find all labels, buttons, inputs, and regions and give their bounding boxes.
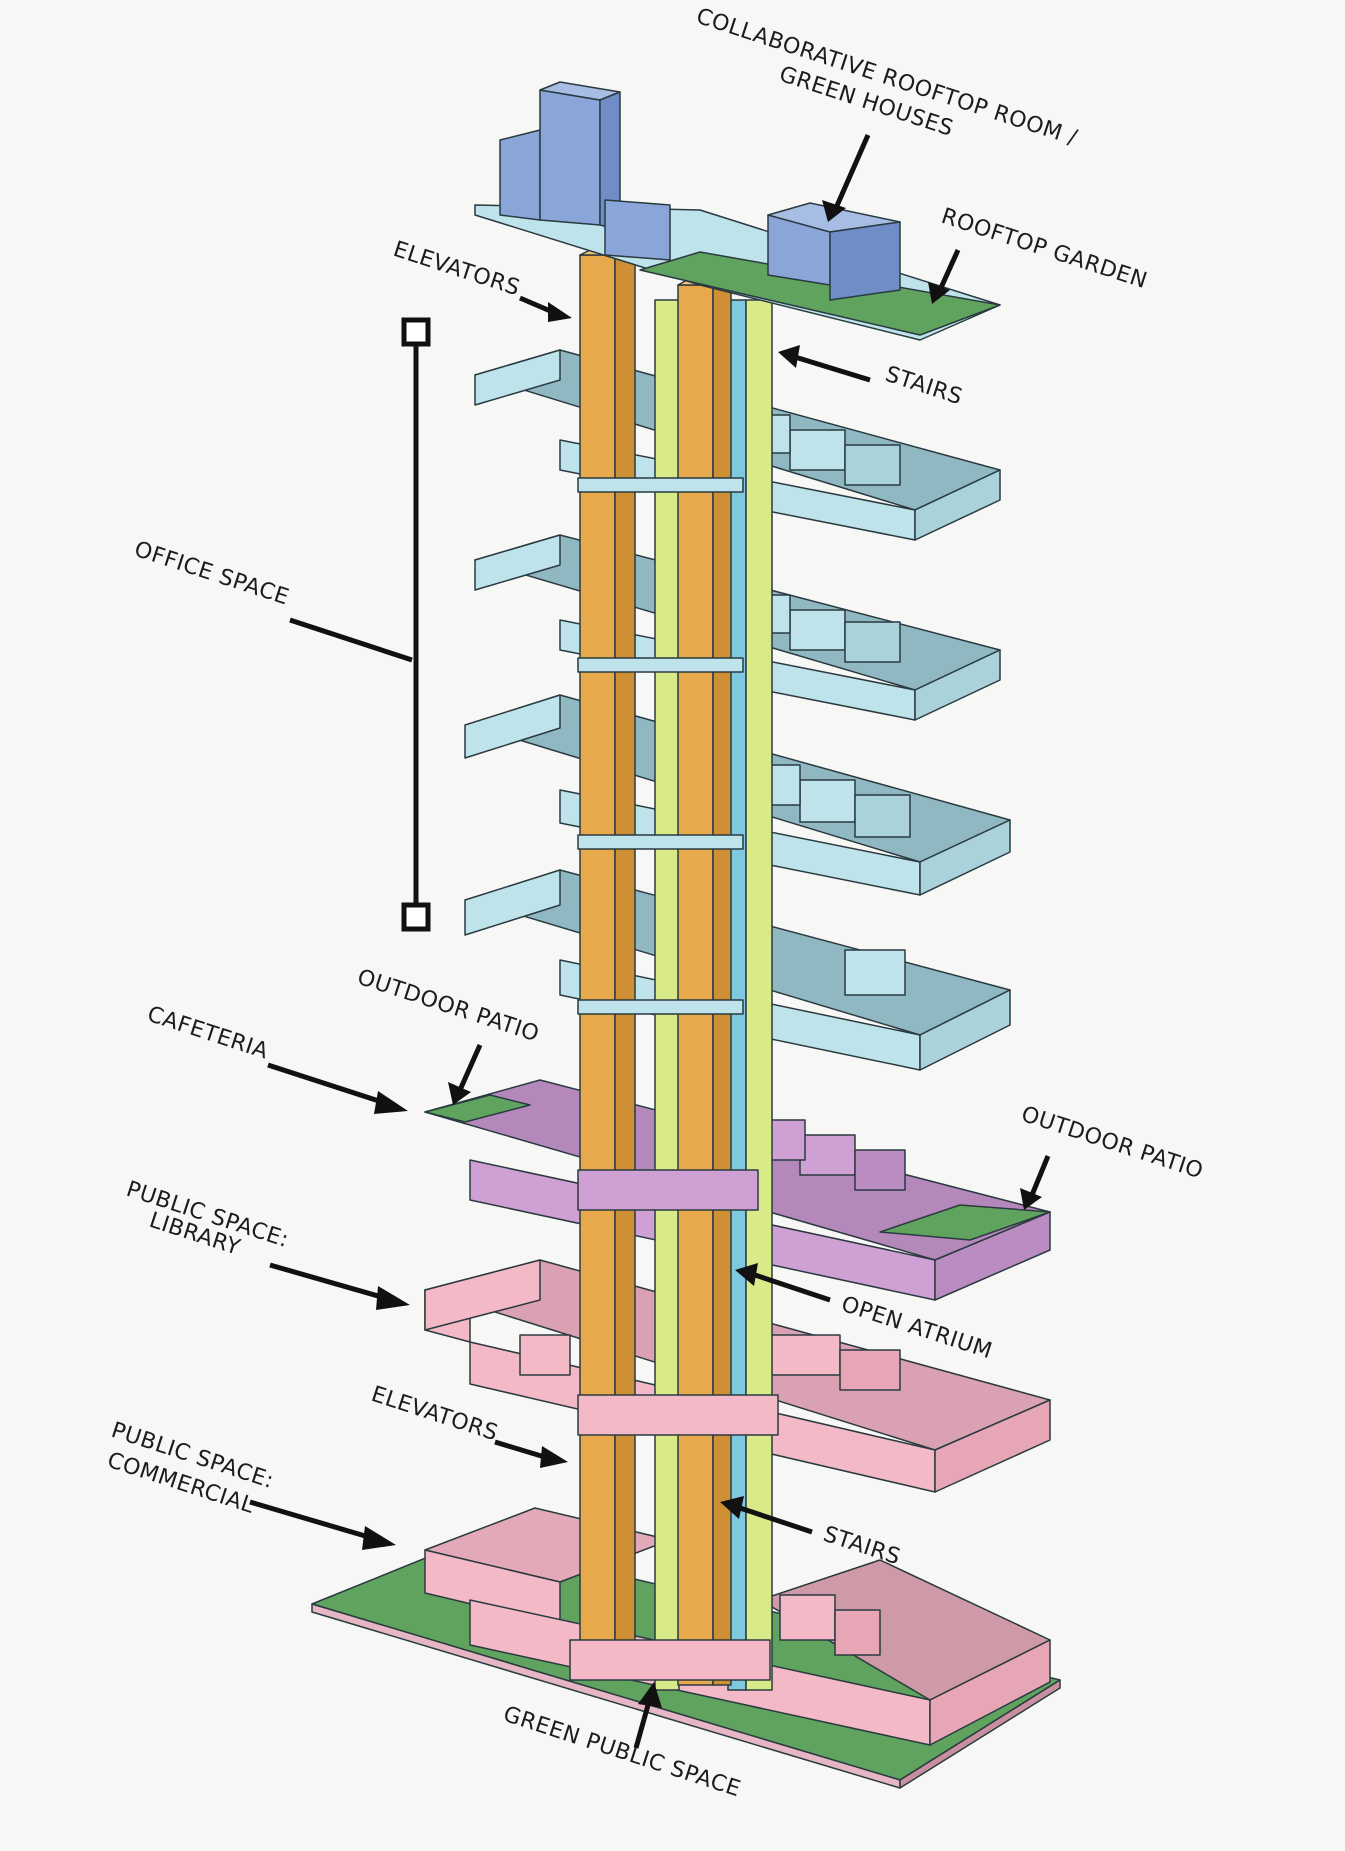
label-outdoor-patio-left: OUTDOOR PATIO [354,965,542,1047]
arrowhead-elevators-top [548,302,572,322]
arrowhead-cafeteria [374,1091,408,1114]
rooftop-room-tall-front [499,129,541,221]
arrowhead-elevators-bottom [540,1446,568,1468]
core-base [569,1639,771,1681]
arrow-commercial [249,1499,373,1541]
core-slab-cafeteria [577,1169,759,1211]
core-slab-4 [577,999,744,1015]
office-2-wing-left [474,534,561,591]
library-room-1 [769,1334,841,1376]
arrowhead-patio-left [448,1082,471,1105]
arrowhead-green-public-space [638,1682,662,1708]
rooftop-room-tall-body [539,89,601,226]
arrowhead-library [376,1286,410,1310]
patio-right [879,1204,1051,1241]
office-2-wall-right [914,649,1001,721]
commercial-room-2 [834,1609,881,1656]
office-2-room-1 [789,609,846,651]
arrowhead-open-atrium [735,1263,758,1286]
elevator-shaft-left-side [614,244,636,1666]
stair-shaft-right [745,299,773,1691]
rooftop-level [474,81,1001,341]
label-stairs-bottom: STAIRS [820,1522,903,1570]
arrowhead-stairs-bottom [720,1496,744,1519]
arrow-rooftop-room [833,133,871,210]
bracket-cap-top [401,317,431,347]
library-room-2 [839,1349,901,1391]
library-upper-wall [424,1259,541,1331]
stair-shaft-left [654,299,680,1691]
office-1-room-1 [789,429,846,471]
label-stairs-top: STAIRS [882,362,965,410]
commercial-wall-right [929,1639,1051,1746]
core-slab-3 [577,834,744,850]
rooftop-garden-surface [639,251,1001,336]
office-1-room-2 [844,444,901,486]
office-3-wing-left [464,694,561,759]
rooftop-room-mid [604,199,671,261]
label-elevators-bottom: ELEVATORS [368,1382,501,1446]
arrowhead-patio-right [1020,1188,1042,1210]
office-space-bracket [289,317,431,932]
arrowhead-commercial [362,1526,396,1550]
arrow-library [269,1262,386,1301]
cafeteria-wall-right [934,1211,1051,1301]
label-rooftop-room-line1: COLLABORATIVE ROOFTOP ROOM / [693,4,1080,151]
elevator-shaft-left-face [579,254,616,1666]
office-1-wall-right [914,469,1001,541]
arrow-green-public-space [633,1697,653,1749]
bracket-leader [289,617,413,663]
elevator-shaft-right-face [677,284,714,1686]
core-slab-1 [577,477,744,493]
label-elevators-top: ELEVATORS [390,237,523,301]
bracket-cap-bottom [401,902,431,932]
label-outdoor-patio-right: OUTDOOR PATIO [1018,1102,1206,1184]
core-slab-2 [577,657,744,673]
office-1-wing-left [474,349,561,406]
patio-left [424,1094,531,1123]
office-4-room [844,949,906,996]
arrow-patio-left [457,1043,483,1092]
arrow-patio-right [1029,1155,1051,1196]
arrowhead-rooftop-room [822,200,846,222]
leader-arrows [249,133,1051,1749]
label-cafeteria: CAFETERIA [144,1002,271,1065]
ground-slab-edge-right [899,1679,1061,1789]
arrowhead-rooftop-garden [928,282,950,304]
arrow-open-atrium [754,1272,831,1303]
office-3-wall-right [919,819,1011,896]
arrow-stairs-top [794,354,871,383]
greenhouse-side [829,221,901,301]
arrow-elevators-bottom [494,1439,549,1461]
arrow-rooftop-garden [937,248,961,292]
arrowhead-stairs-top [778,345,800,368]
commercial-room-1 [779,1594,836,1641]
office-4-wall-right [919,989,1011,1071]
label-rooftop-garden: ROOFTOP GARDEN [938,204,1150,294]
arrow-stairs-bottom [739,1505,813,1535]
arrow-cafeteria [267,1062,386,1106]
core [569,244,779,1691]
office-4-wing-left [464,869,561,936]
label-office-space: OFFICE SPACE [131,537,292,611]
office-2-room-2 [844,621,901,663]
office-3-room-2 [854,794,911,838]
cafeteria-room-1 [799,1134,856,1176]
core-slab-library [577,1394,779,1436]
cafeteria-room-2 [854,1149,906,1191]
office-3-room-1 [799,779,856,823]
library-wall-right [934,1399,1051,1493]
library-room-3 [519,1334,571,1376]
